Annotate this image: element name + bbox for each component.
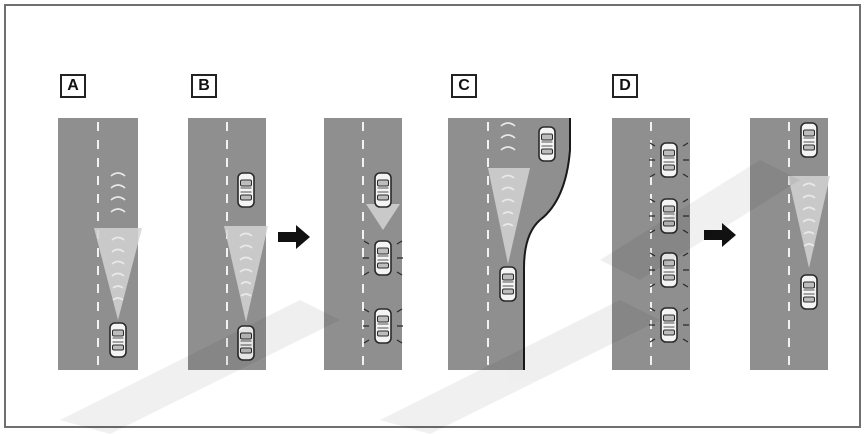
panel-d2-own-car-icon [800, 274, 818, 310]
panel-c-radar-cone [488, 122, 530, 264]
panel-b2-own-car-icon [374, 308, 392, 344]
panel-b2-radar-cone [366, 204, 400, 230]
panel-a-own-car-icon [109, 322, 127, 358]
panel-d2-radar-cone [788, 176, 830, 268]
arrow-right-icon-2 [704, 223, 736, 247]
panel-b-radar-cone [224, 226, 268, 322]
panel-c-adjacent-car-icon [538, 126, 556, 162]
panel-d2-lead-car-icon [800, 122, 818, 158]
watermark-shape [60, 160, 800, 434]
panel-d-car-1-icon [660, 142, 678, 178]
panel-label-c: C [451, 74, 477, 98]
panel-c-own-car-icon [499, 266, 517, 302]
panel-a-radar-cone [94, 172, 142, 320]
panel-d-own-car-icon [660, 307, 678, 343]
panel-b2-lead-car-icon [374, 172, 392, 208]
panel-label-d: D [612, 74, 638, 98]
diagram-frame [4, 4, 861, 428]
panel-d2-road [750, 118, 828, 370]
panel-b-lead-car-icon [237, 172, 255, 208]
panel-label-b: B [191, 74, 217, 98]
arrow-right-icon [278, 225, 310, 249]
panel-b2-cutin-car-icon [374, 240, 392, 276]
panel-label-a: A [60, 74, 86, 98]
